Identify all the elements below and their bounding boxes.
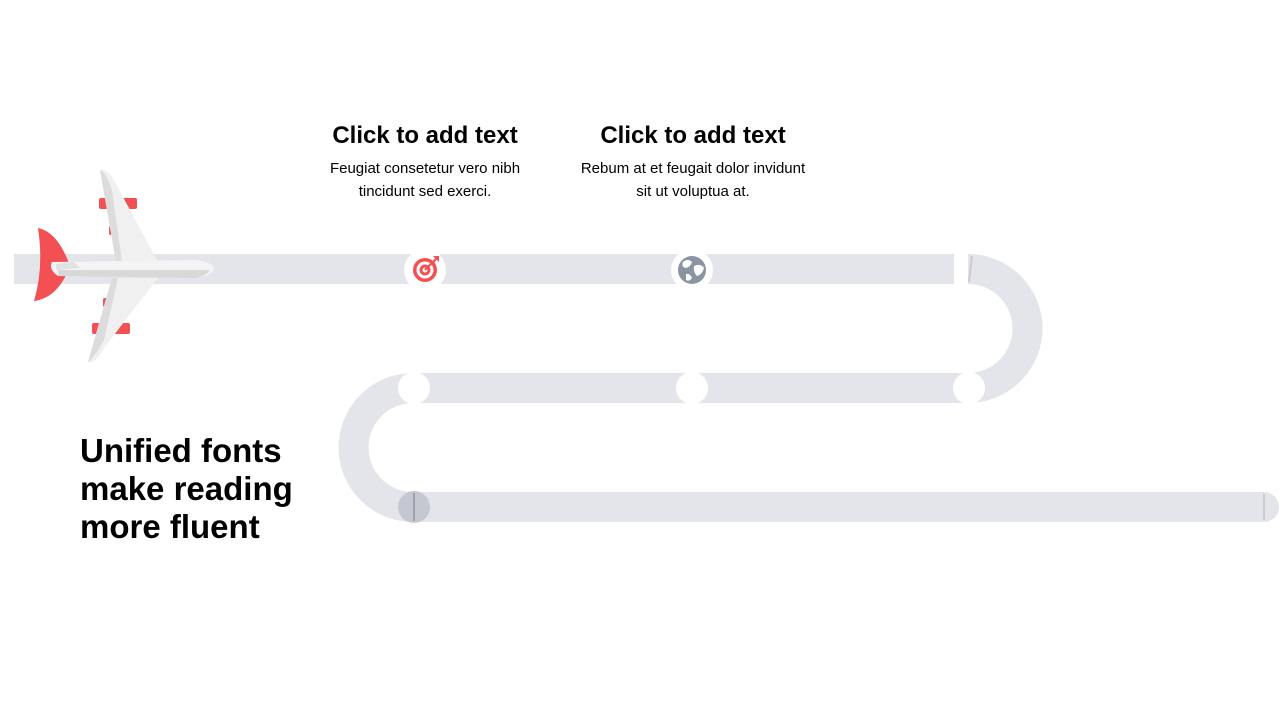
airplane-icon (34, 169, 214, 363)
headline[interactable]: Unified fonts make reading more fluent (80, 432, 360, 546)
timeline-item-title[interactable]: Click to add text (332, 122, 518, 149)
road-segment-bottom (413, 492, 1265, 522)
waypoint-dot (398, 372, 430, 404)
target-icon (404, 249, 446, 291)
headline-line: more fluent (80, 508, 260, 545)
timeline-item-title[interactable]: Click to add text (600, 122, 786, 149)
globe-icon (671, 249, 713, 291)
timeline-item-1: Click to add text Feugiat consetetur ver… (305, 121, 545, 203)
timeline-item-description[interactable]: Feugiat consetetur vero nibh tincidunt s… (329, 160, 521, 200)
timeline-item-2: Click to add text Rebum at et feugait do… (573, 121, 813, 203)
waypoint-dot (676, 372, 708, 404)
timeline-item-description[interactable]: Rebum at et feugait dolor invidunt sit u… (580, 160, 806, 200)
waypoint-dot (953, 372, 985, 404)
road-tick (968, 255, 973, 283)
headline-line: Unified fonts (80, 432, 282, 469)
road-curve-left (338, 373, 414, 522)
headline-line: make reading (80, 470, 293, 507)
road-curve-right (967, 254, 1043, 403)
